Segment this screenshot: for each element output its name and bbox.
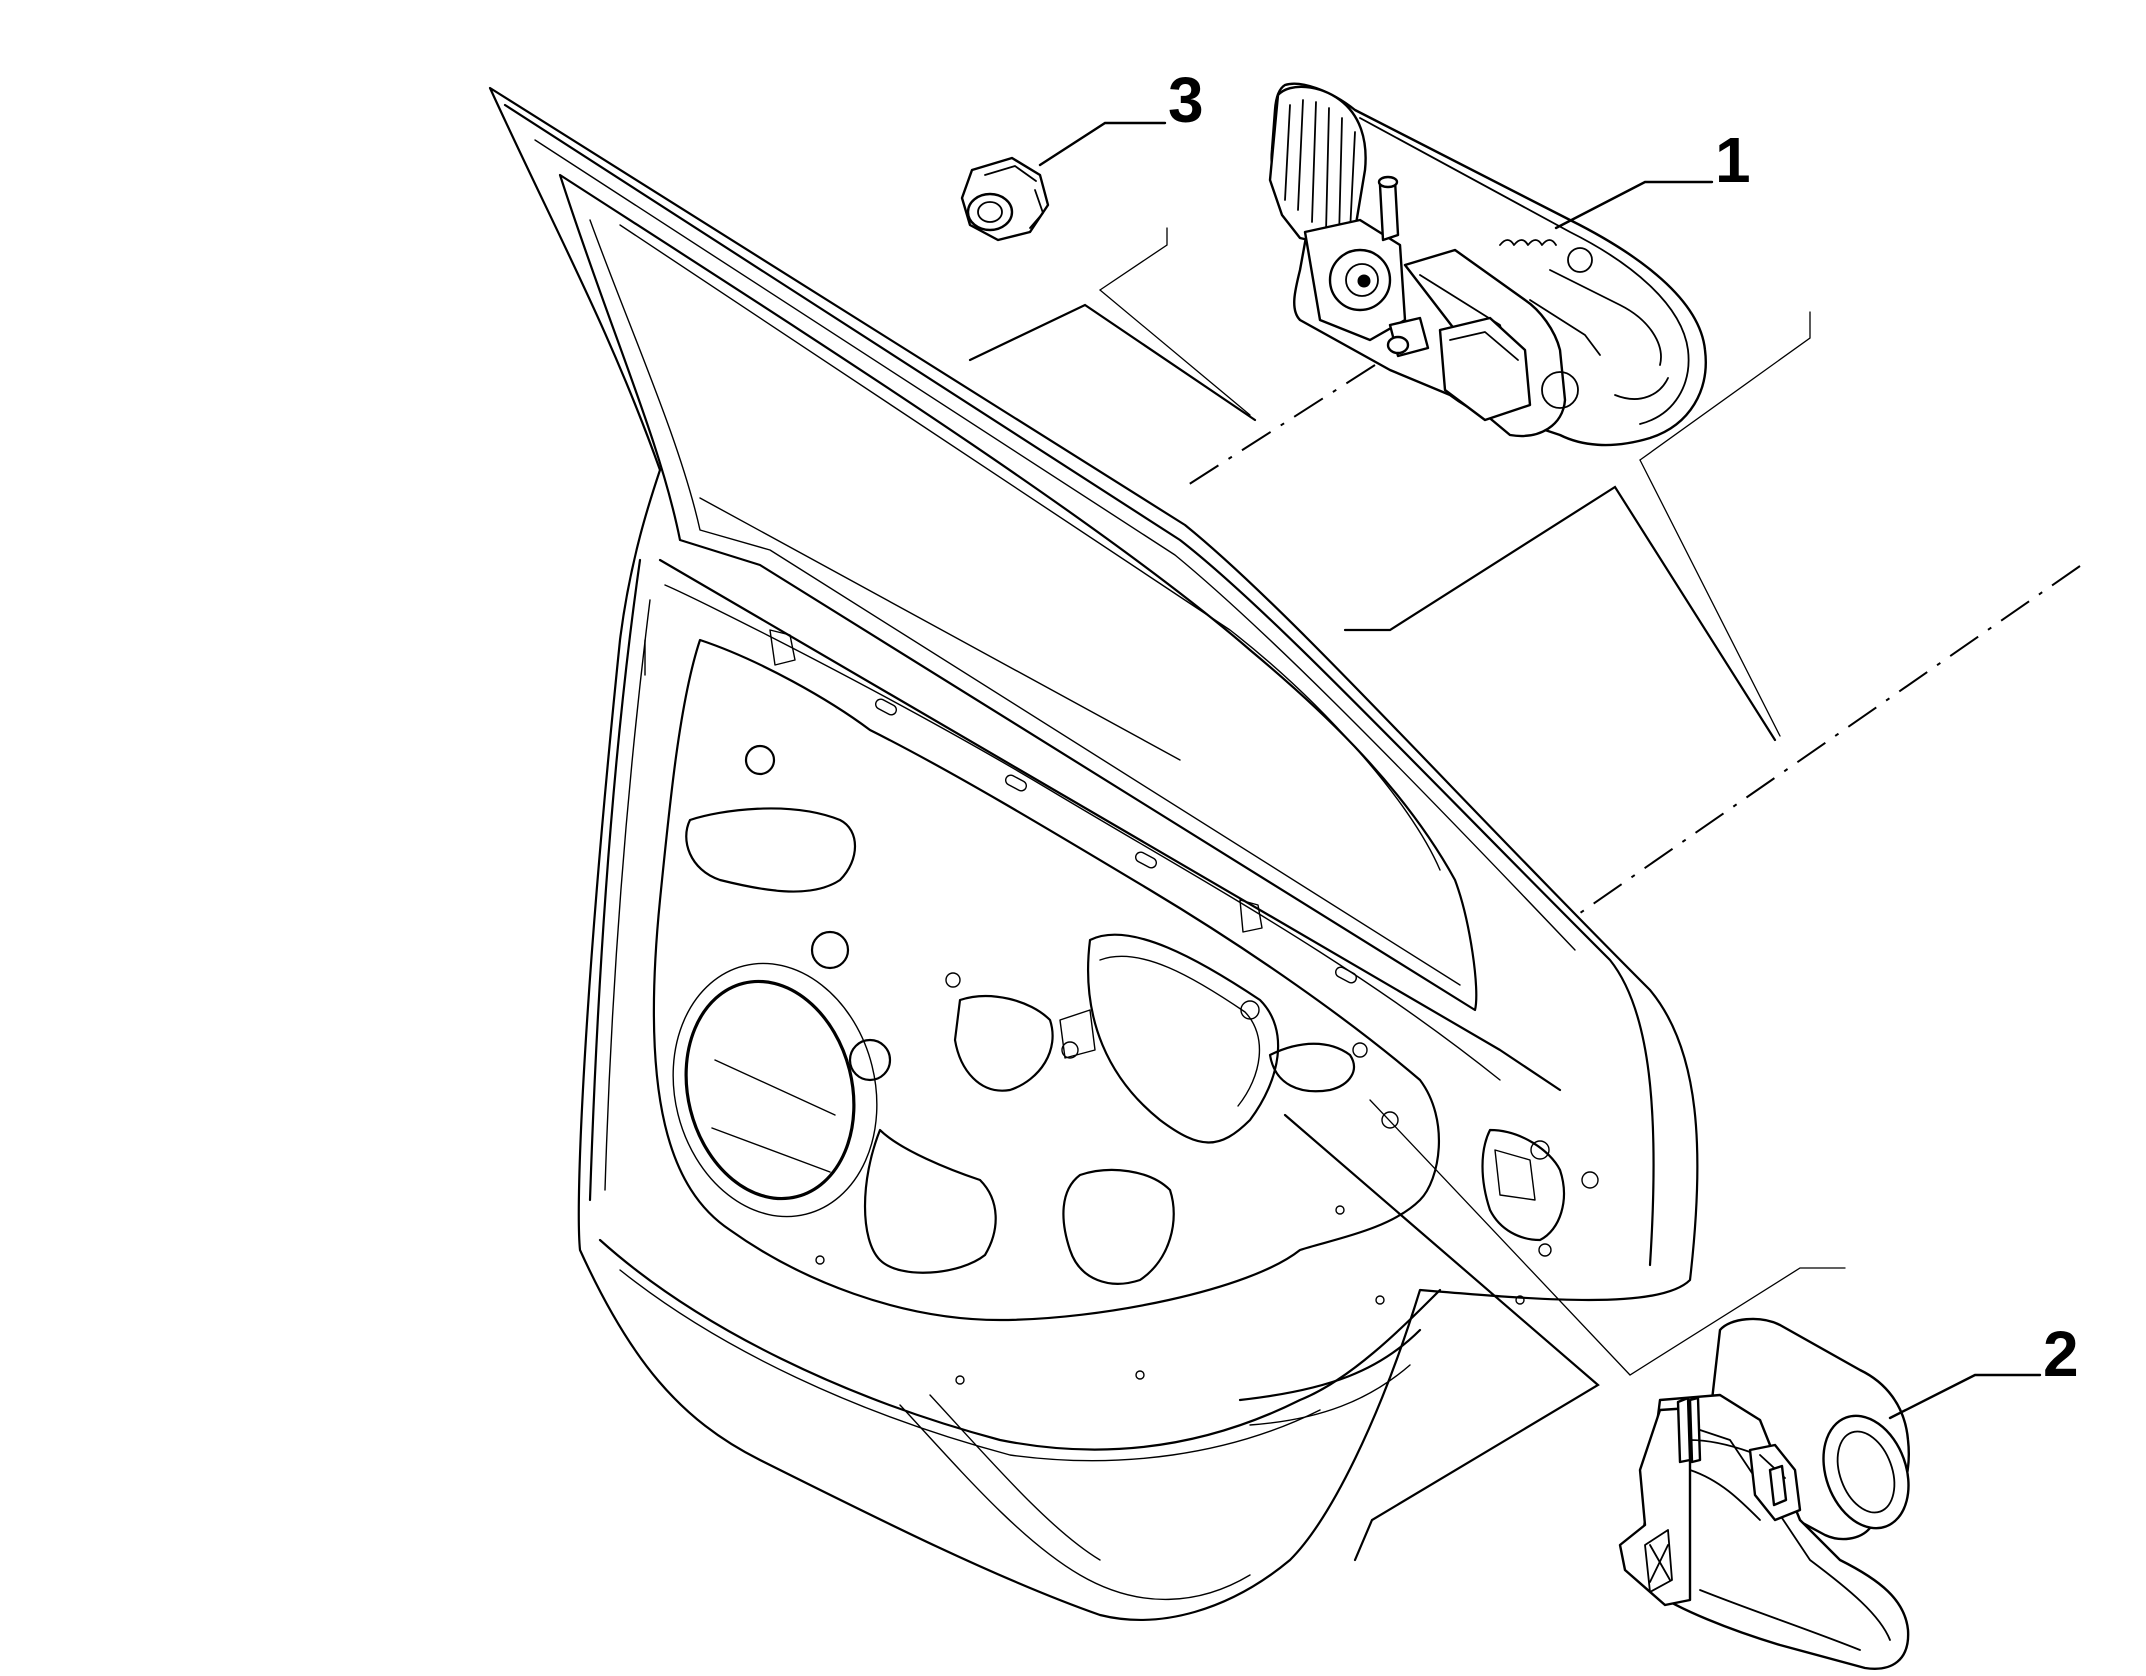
part-1-inner-door-handle: [1268, 82, 1707, 447]
part-2-outer-door-handle: [1618, 1317, 1910, 1670]
callout-labels: 1 2 3: [1168, 64, 2079, 1390]
callout-number-3: 3: [1168, 64, 1204, 136]
callout-leader-lines: [1038, 121, 2042, 1420]
callout-number-2: 2: [2043, 1318, 2079, 1390]
assembly-axis-lines: [1179, 364, 2081, 921]
part-3-nut: [960, 156, 1050, 242]
reference-guide-lines: [968, 227, 1846, 1562]
door-panel: [488, 86, 1699, 1621]
callout-number-1: 1: [1715, 124, 1751, 196]
